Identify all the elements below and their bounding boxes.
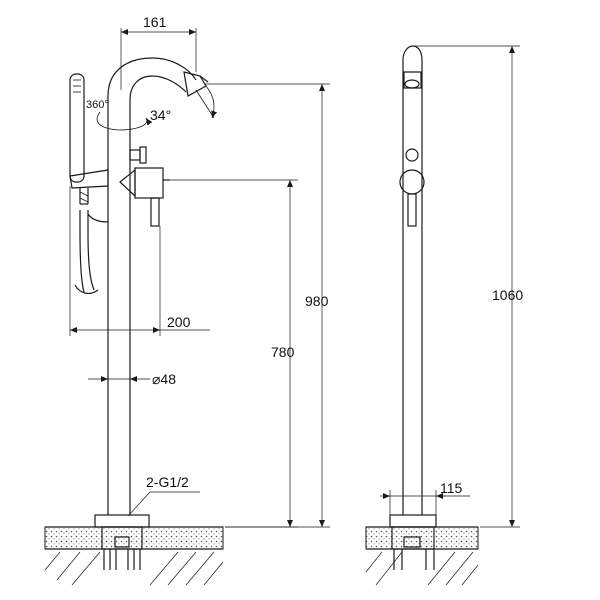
front-view: 161 360° 34° 980 780 200 (44, 14, 330, 586)
label-spout-reach: 161 (143, 14, 167, 30)
label-base-width: 115 (440, 480, 463, 496)
label-total-height: 1060 (492, 287, 523, 303)
label-swivel-angle: 360° (86, 99, 109, 111)
front-handshower (69, 73, 109, 295)
dim-pipe-diameter: ⌀48 (88, 371, 176, 387)
front-diverter (129, 146, 147, 164)
dim-base-width: 115 (380, 480, 470, 515)
dim-handshower-offset: 200 (69, 186, 210, 336)
label-outlet-height: 780 (271, 344, 295, 360)
dim-total-height: 1060 (414, 45, 523, 528)
front-mixer (119, 167, 170, 227)
side-ground-hatch (365, 551, 479, 586)
label-spout-height: 980 (305, 293, 329, 309)
side-ground (365, 526, 479, 586)
dim-spout-reach: 161 (120, 14, 197, 90)
label-spout-angle: 34° (150, 107, 171, 123)
label-connection-thread: 2-G1/2 (146, 474, 189, 490)
front-spout (96, 57, 218, 140)
front-base-bracket (94, 514, 150, 570)
dim-outlet-height: 780 (170, 179, 298, 528)
leader-connection-thread: 2-G1/2 (127, 474, 200, 517)
side-spout (402, 45, 423, 140)
label-pipe-diameter: ⌀48 (152, 371, 176, 387)
side-column (402, 140, 423, 515)
dim-spout-height: 980 (204, 83, 330, 528)
side-view: 1060 115 (365, 45, 523, 586)
front-ground-hatch (44, 551, 224, 586)
side-controls (399, 148, 425, 227)
label-handshower-offset: 200 (167, 314, 191, 330)
front-column (107, 140, 131, 515)
side-base-bracket (389, 514, 437, 570)
